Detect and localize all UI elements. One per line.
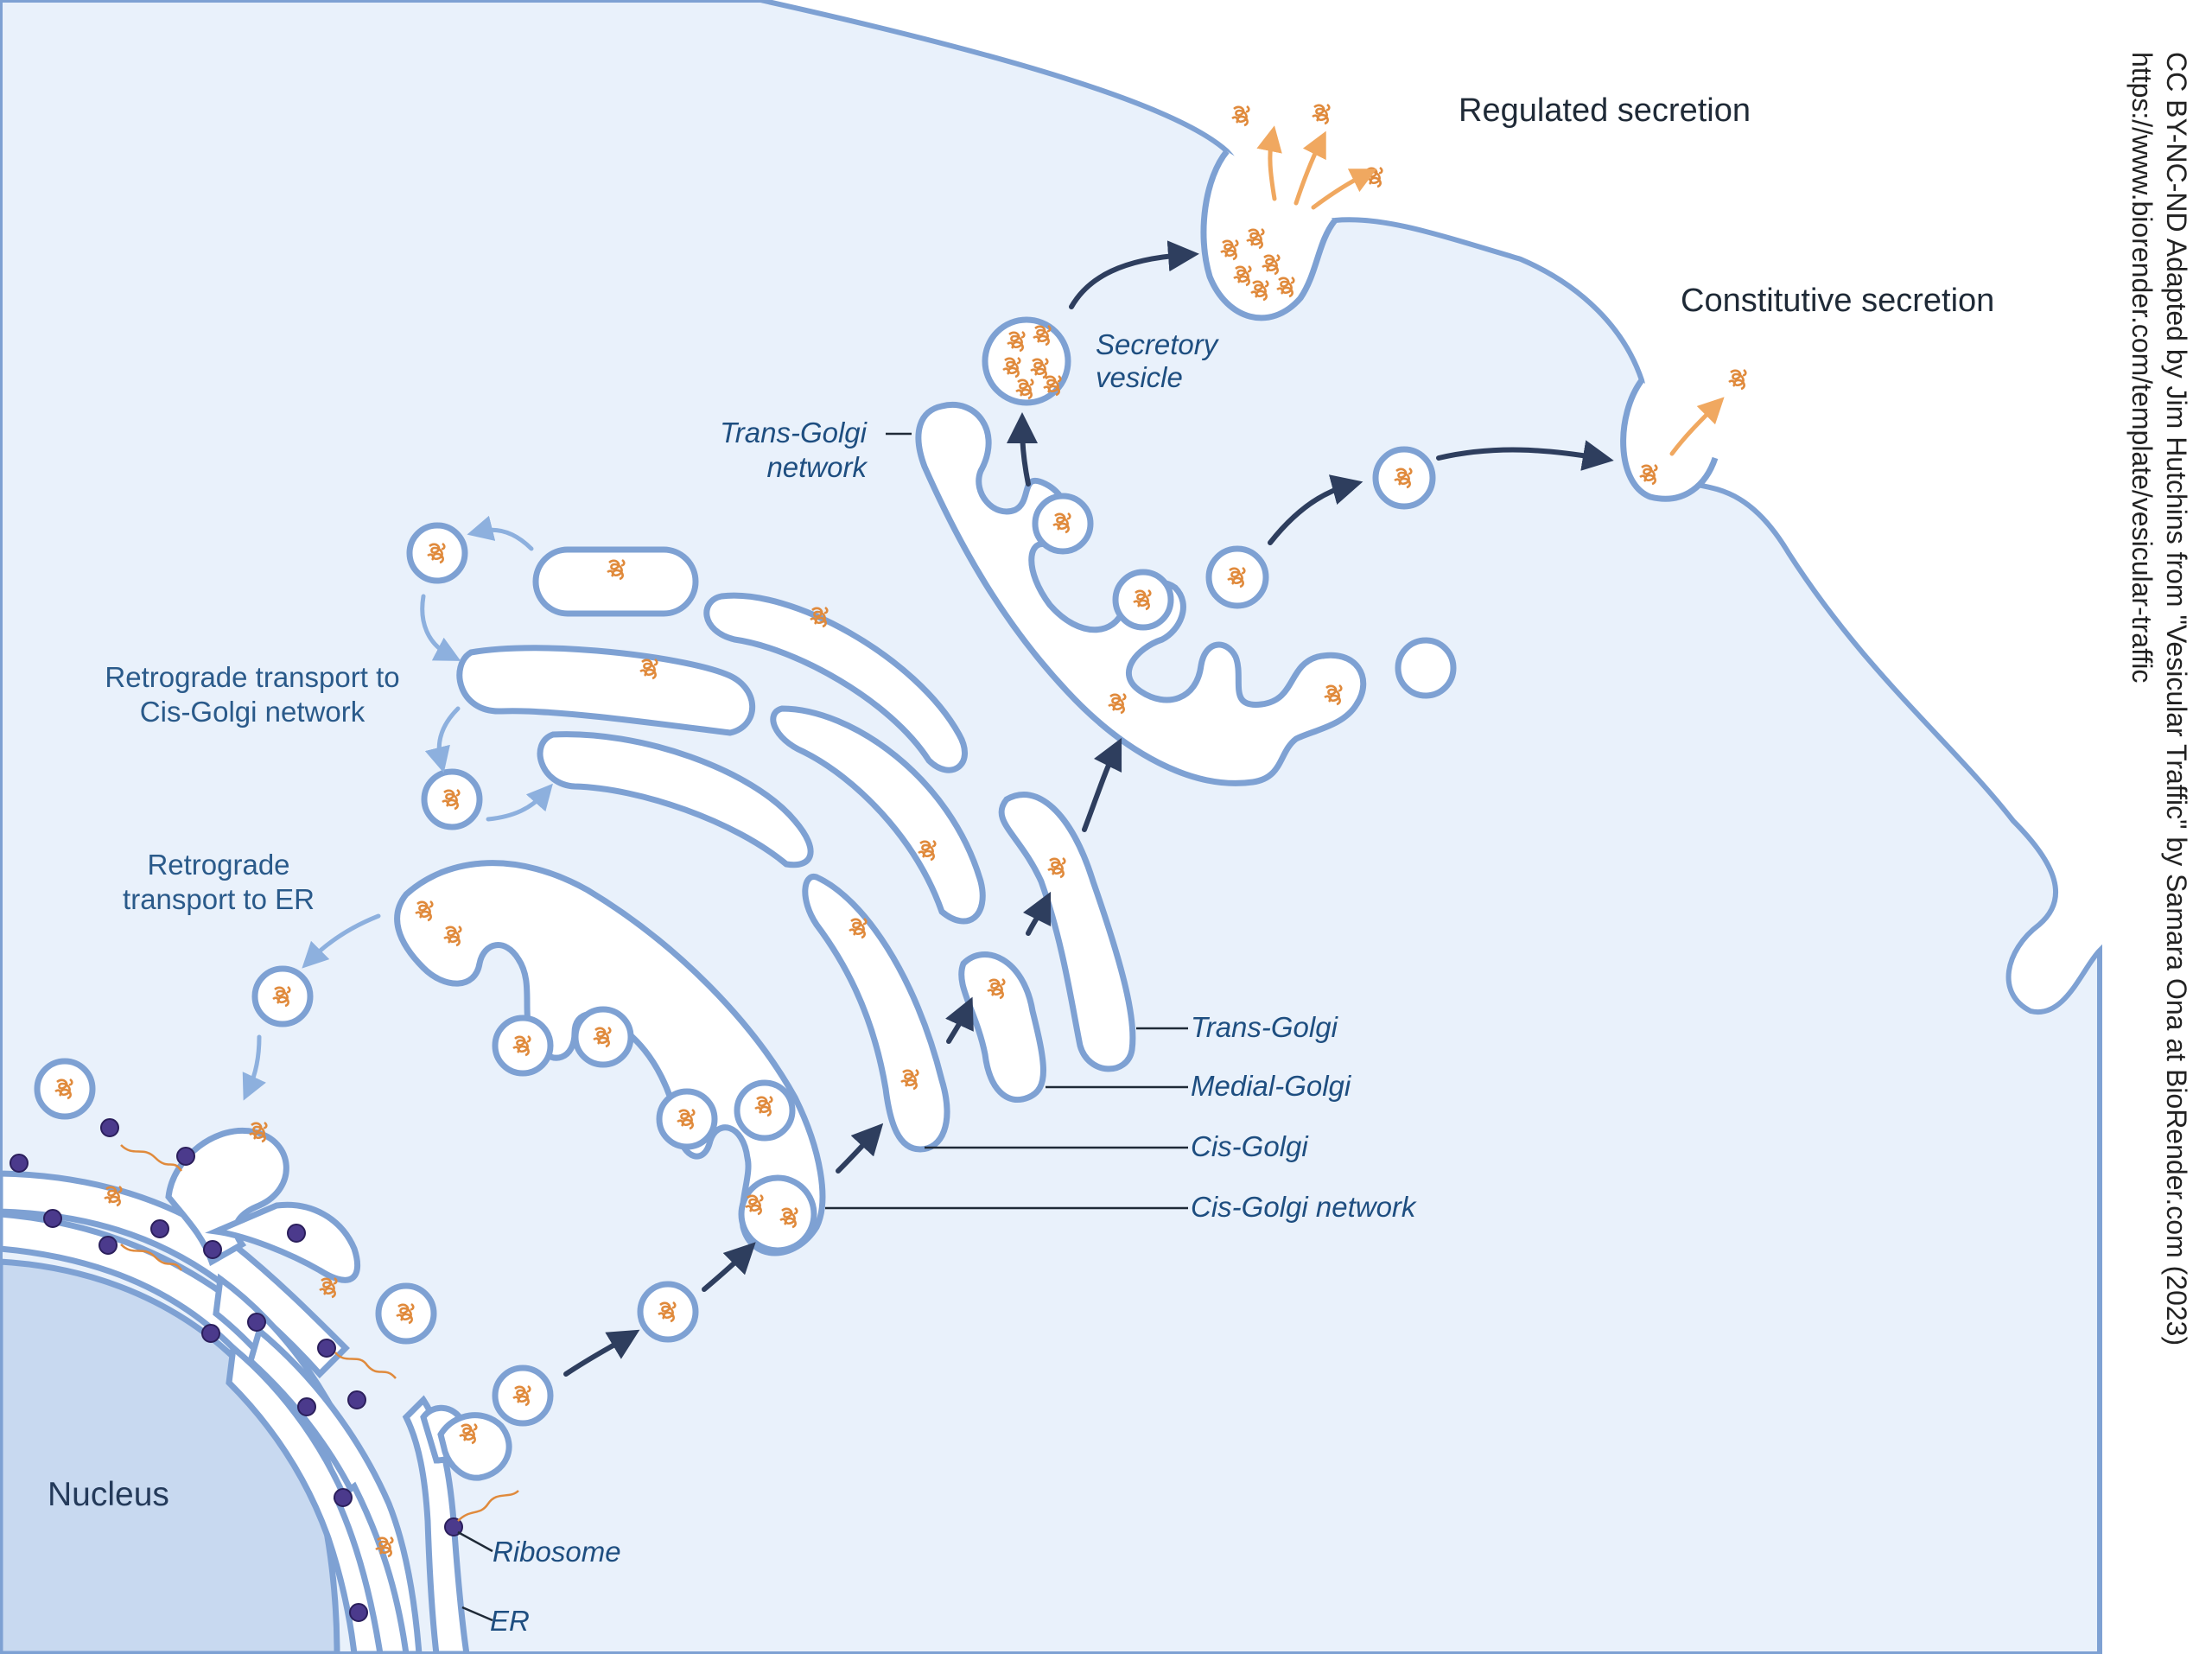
label-cis-golgi: Cis-Golgi	[1191, 1130, 1309, 1162]
label-ribosome: Ribosome	[493, 1536, 621, 1568]
secretion-arrows	[1256, 125, 1725, 456]
trans-golgi-cisterna	[998, 792, 1136, 1072]
retrograde-arrows	[242, 515, 553, 1101]
label-secretory-vesicle-line1: Secretory	[1096, 328, 1220, 360]
label-trans-golgi-network-line2: network	[766, 451, 868, 483]
label-regulated-secretion: Regulated secretion	[1459, 92, 1751, 129]
label-secretory-vesicle-line2: vesicle	[1096, 361, 1183, 393]
label-retrograde-cis-line1: Retrograde transport to	[105, 661, 399, 693]
label-medial-golgi: Medial-Golgi	[1191, 1070, 1352, 1102]
label-retrograde-er-line2: transport to ER	[123, 883, 315, 915]
label-er: ER	[490, 1605, 530, 1637]
label-retrograde-er-line1: Retrograde	[147, 849, 289, 881]
label-constitutive-secretion: Constitutive secretion	[1681, 283, 1994, 319]
medial-golgi-cisterna	[958, 951, 1046, 1103]
label-trans-golgi-network-line1: Trans-Golgi	[720, 417, 868, 448]
label-retrograde-cis-line2: Cis-Golgi network	[140, 696, 365, 728]
credit-line2: https://www.biorender.com/template/vesic…	[2126, 52, 2158, 683]
credit-line1: CC BY-NC-ND Adapted by Jim Hutchins from…	[2161, 52, 2192, 1345]
constitutive-secretion-pocket	[1620, 378, 1719, 502]
label-leader-lines	[457, 432, 1188, 1622]
nascent-polypeptides	[120, 1144, 519, 1522]
credit-block: CC BY-NC-ND Adapted by Jim Hutchins from…	[2126, 52, 2192, 1345]
forward-transport-arrows	[563, 240, 1614, 1377]
ribosomes	[10, 1118, 463, 1622]
endoplasmic-reticulum	[0, 1128, 512, 1654]
label-cis-golgi-network: Cis-Golgi network	[1191, 1191, 1417, 1223]
label-nucleus: Nucleus	[48, 1476, 169, 1513]
label-trans-golgi: Trans-Golgi	[1191, 1011, 1339, 1043]
